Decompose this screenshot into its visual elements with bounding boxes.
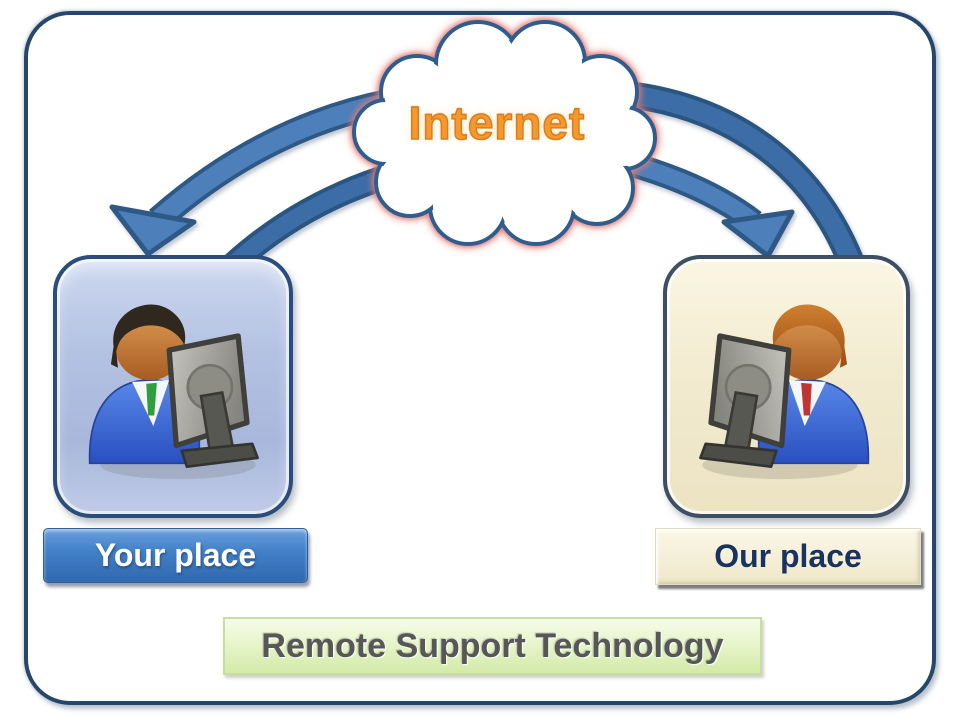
our-place-label: Our place xyxy=(655,528,921,585)
user-at-computer-icon xyxy=(88,304,259,480)
monitor-base xyxy=(699,442,778,469)
person-hair xyxy=(772,304,848,368)
agent-at-computer-icon xyxy=(699,304,870,480)
person-hair xyxy=(110,304,186,368)
monitor xyxy=(699,333,792,469)
monitor-base xyxy=(180,442,259,469)
caption: Remote Support Technology xyxy=(223,617,762,675)
necktie xyxy=(146,382,157,416)
arrowhead xyxy=(721,209,795,259)
your-place-label: Your place xyxy=(43,528,308,583)
necktie xyxy=(801,382,812,416)
internet-label: Internet xyxy=(408,96,586,150)
monitor xyxy=(166,333,259,469)
arrowhead xyxy=(109,204,197,257)
your-place-box xyxy=(53,255,293,518)
internet-cloud xyxy=(352,20,657,246)
our-place-box xyxy=(663,255,910,518)
